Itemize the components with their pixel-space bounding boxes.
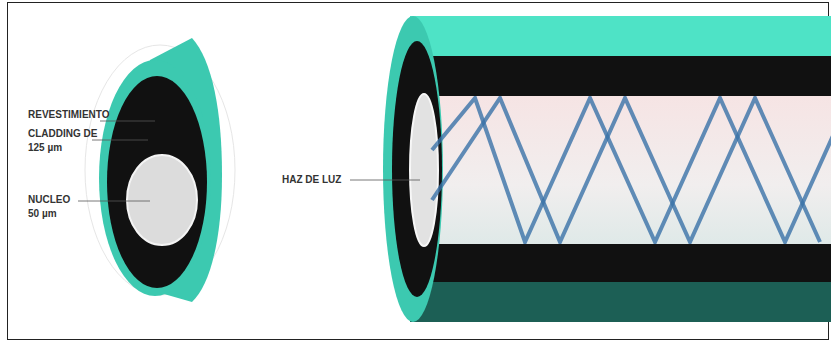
jacket-end — [383, 16, 443, 322]
part-label: CLADDING DE 125 µm — [28, 127, 104, 155]
jacket-top — [410, 16, 831, 56]
part-label: REVESTIMIENTO — [28, 108, 118, 122]
cladding-top — [410, 56, 831, 96]
part-label: NUCLEO 50 µm — [28, 193, 80, 221]
cladding-end — [392, 41, 442, 297]
leader-lines — [78, 121, 420, 201]
light-rays — [432, 98, 831, 242]
part-label: HAZ DE LUZ — [282, 173, 362, 187]
core-disc — [127, 155, 197, 245]
cladding-ring — [107, 76, 207, 288]
core-end — [410, 94, 438, 246]
cladding-bottom — [410, 244, 831, 282]
jacket-bottom — [410, 282, 831, 322]
jacket-end — [99, 60, 211, 296]
